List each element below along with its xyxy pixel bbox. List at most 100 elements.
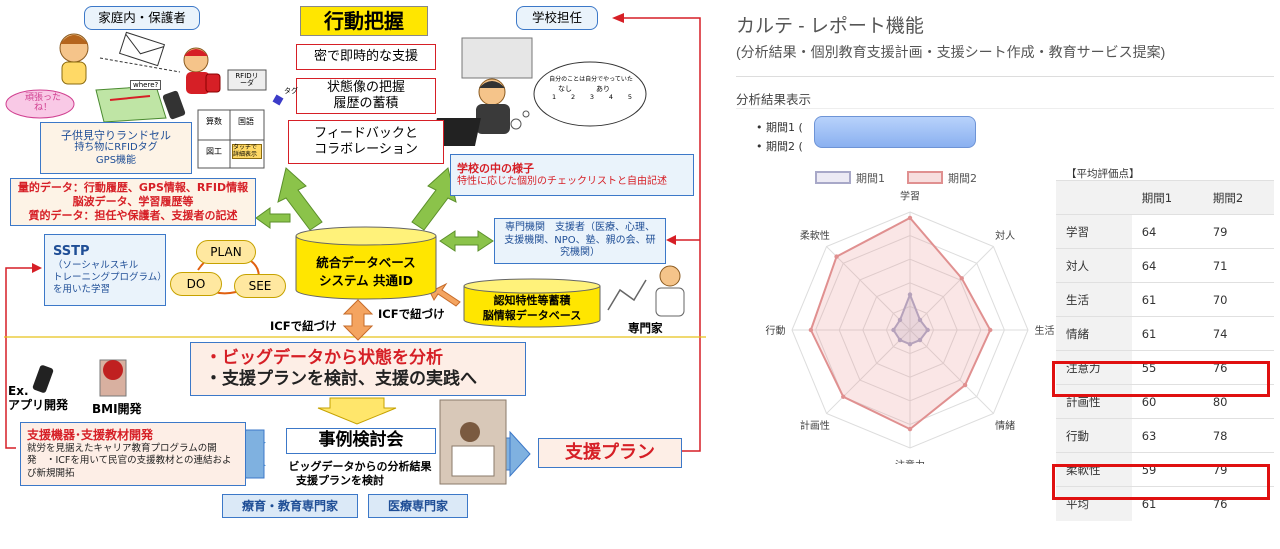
database-l1: 統合データベース <box>316 255 416 270</box>
data-types-l3: 質的データ：担任や保護者、支援者の記述 <box>28 208 238 222</box>
map-label-math: 算数 <box>206 117 222 126</box>
blue-arrow-right-head <box>509 430 531 478</box>
school-inside-box: 学校の中の様子 特性に応じた個別のチェックリストと自由記述 <box>450 154 694 196</box>
report-panel: カルテ - レポート機能 (分析結果・個別教育支援計画・支援シート作成・教育サー… <box>722 0 1280 549</box>
school-inside-title: 学校の中の様子 <box>457 161 534 175</box>
legend-label-2: 期間2 <box>948 172 977 185</box>
highlight-flexibility-row <box>1052 464 1270 500</box>
map-label-touch: タッチで詳細表示 <box>232 144 262 160</box>
behavior-title: 行動把握 <box>300 6 428 36</box>
radar-point-s1 <box>897 337 903 343</box>
pdsee-see: SEE <box>234 274 286 298</box>
teacher-popup-scale: 1 2 3 4 5 <box>552 93 632 101</box>
table-row-period2: 78 <box>1202 418 1274 453</box>
pdsee-do: DO <box>170 272 222 296</box>
scale-1: 1 <box>552 93 557 101</box>
bmi-label: BMI開発 <box>92 402 142 416</box>
radar-point-s1 <box>917 337 923 343</box>
table-row-label: 柔軟性 <box>1056 452 1132 487</box>
cognitive-l2: 脳情報データベース <box>482 309 582 322</box>
radar-axis-label: 学習 <box>900 189 920 202</box>
radar-chart: 期間1期間2学習対人生活情緒注意力計画性行動柔軟性 <box>765 171 1055 464</box>
table-row-period1: 55 <box>1131 350 1203 385</box>
randoseru-box: 子供見守りランドセル 持ち物にRFIDタグ GPS機能 <box>40 122 192 174</box>
table-row-period2: 79 <box>1202 214 1274 249</box>
radar-point-s2 <box>959 276 964 281</box>
case-review-l1: ビッグデータからの分析結果 <box>288 460 432 473</box>
behavior-item-feedback: フィードバックと コラボレーション <box>288 120 444 164</box>
data-types-l2: 脳波データ、学習履歴等 <box>72 195 194 209</box>
table-row-label: 計画性 <box>1056 384 1132 419</box>
teacher-illustration <box>430 37 533 146</box>
teacher-thought-bubble <box>533 61 647 127</box>
period-label-2: 期間2 ( <box>766 140 803 153</box>
behavior-item-history-l2: 履歴の蓄積 <box>333 96 399 111</box>
speech-bubble <box>5 89 75 119</box>
radar-spoke <box>909 329 994 414</box>
highlight-attention-row <box>1052 361 1270 397</box>
sstp-l1: （ソーシャルスキル <box>53 260 139 272</box>
radar-axis-label: 計画性 <box>800 419 830 432</box>
red-arrowhead-sstp <box>32 263 42 273</box>
data-types-l1: 量的データ：行動履歴、GPS情報、RFID情報 <box>17 181 249 195</box>
where-label: where? <box>130 80 162 90</box>
behavior-item-feedback-l2: コラボレーション <box>314 142 418 157</box>
map-label-japanese: 国語 <box>238 117 254 126</box>
table-row-label: 学習 <box>1056 214 1132 249</box>
edu-expert-box: 療育・教育専門家 <box>222 494 358 518</box>
red-line-sstp <box>5 267 36 449</box>
devices-title: 支援機器･支援教材開発 <box>27 427 154 442</box>
support-plan-box: 支援プラン <box>538 438 682 468</box>
rfid-reader-label: RFIDリーダ <box>235 72 259 87</box>
med-expert-box: 医療専門家 <box>368 494 468 518</box>
family-illustration <box>59 33 221 94</box>
report-title: カルテ - レポート機能 <box>736 16 924 37</box>
table-row-period2: 76 <box>1202 486 1274 521</box>
scale-3: 3 <box>589 93 595 101</box>
radar-point-s1 <box>897 317 903 323</box>
section-divider <box>736 108 1274 109</box>
specialist-illustration <box>607 265 685 317</box>
radar-axis-label: 対人 <box>995 229 1015 242</box>
integrated-database: 統合データベース システム 共通ID <box>294 226 438 300</box>
specialist-label: 専門家 <box>628 321 663 335</box>
cognitive-database: 認知特性等蓄積 脳情報データベース <box>462 278 602 328</box>
phone-icon <box>162 90 186 120</box>
case-review-l2: 支援プランを検討 <box>296 474 384 487</box>
orange-vertical-arrow <box>342 299 374 341</box>
table-row-label: 情緒 <box>1056 316 1132 351</box>
table-row-period1: 60 <box>1131 384 1203 419</box>
period-item-2: • 期間2 ( <box>756 140 803 153</box>
analysis-l1: ・ビッグデータから状態を分析 <box>205 347 443 368</box>
cognitive-l1: 認知特性等蓄積 <box>493 294 571 307</box>
experts-box: 専門機関 支援者（医療、心理、支援機関、NPO、塾、親の会、研究機関） <box>494 218 666 264</box>
radar-point-s2 <box>907 215 913 221</box>
analysis-l2: ・支援プランを検討、支援の実践へ <box>205 369 477 389</box>
table-row-label: 行動 <box>1056 418 1132 453</box>
table-header-period1: 期間1 <box>1131 180 1203 215</box>
icf-label-right: ICFで紐づけ <box>378 307 445 321</box>
sstp-l3: を用いた学習 <box>53 284 111 296</box>
randoseru-l2: GPS機能 <box>95 154 137 166</box>
green-double-arrow <box>439 230 494 252</box>
tag-chip <box>272 94 284 106</box>
sstp-box: SSTP （ソーシャルスキル トレーニングプログラム） を用いた学習 <box>44 234 167 306</box>
teacher-popup-some: あり <box>596 85 610 93</box>
legend-swatch-2 <box>907 171 943 184</box>
dashed-signal-line <box>99 57 181 73</box>
yellow-down-arrow <box>317 397 397 425</box>
table-row-period1: 61 <box>1131 316 1203 351</box>
tag-label: タグ <box>284 87 298 95</box>
table-row-label: 対人 <box>1056 248 1132 283</box>
table-header-blank <box>1056 180 1132 215</box>
sstp-title: SSTP <box>53 244 90 260</box>
period-item-1: • 期間1 ( <box>756 121 803 134</box>
legend-label-1: 期間1 <box>856 172 885 185</box>
table-row-period2: 70 <box>1202 282 1274 317</box>
radar-axis-label: 柔軟性 <box>800 229 830 242</box>
table-row-period2: 71 <box>1202 248 1274 283</box>
